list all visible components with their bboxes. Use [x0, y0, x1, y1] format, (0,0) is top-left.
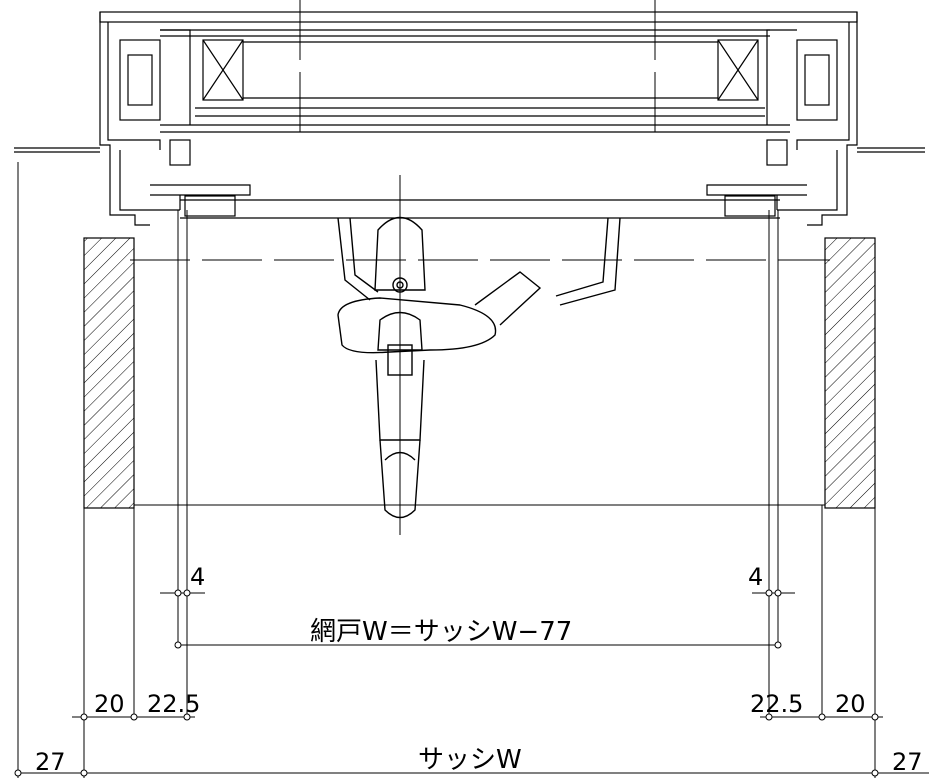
- left-gap-label: 4: [190, 563, 205, 591]
- left-wall-hatch: [83, 237, 135, 509]
- screen-rail: [180, 195, 780, 219]
- sash-width-label: サッシW: [418, 745, 522, 775]
- right-outer-label: 27: [892, 748, 923, 776]
- left-frame-profile: [14, 12, 251, 226]
- glazing-unit: [99, 11, 858, 133]
- right-offset-label: 22.5: [750, 690, 803, 718]
- dimension-ticks: [14, 589, 879, 777]
- right-frame-label: 20: [835, 690, 866, 718]
- left-outer-label: 27: [35, 748, 66, 776]
- center-dash-lines: [130, 0, 830, 261]
- right-gap-label: 4: [748, 563, 763, 591]
- left-offset-label: 22.5: [147, 690, 200, 718]
- right-wall-hatch: [824, 237, 876, 509]
- dimension-lines: [17, 162, 929, 778]
- screen-width-formula: 網戸W＝サッシW−77: [310, 617, 572, 647]
- left-frame-label: 20: [94, 690, 125, 718]
- crescent-lock: [337, 216, 621, 519]
- right-frame-profile: [706, 12, 925, 226]
